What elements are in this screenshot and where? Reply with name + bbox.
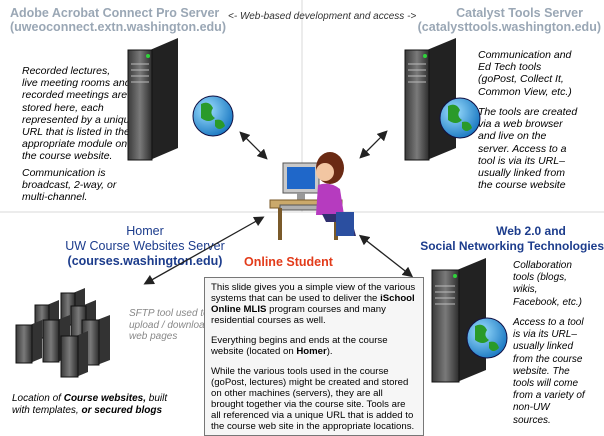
desc-line: non-UW	[513, 402, 550, 414]
desc-line: Collaboration	[513, 260, 572, 271]
catalyst-title-line1: Catalyst Tools Server	[456, 6, 583, 20]
overview-text: This slide gives you a simple view of th…	[211, 282, 416, 304]
homer-server-cluster-icon	[15, 288, 110, 378]
desc-line: tools (blogs,	[513, 272, 567, 284]
desc-line: recorded meetings are	[22, 89, 128, 102]
sftp-line: upload / download	[129, 319, 211, 331]
web20-line2: Social Networking Technologies	[420, 239, 604, 253]
desc-line: The tools are created	[478, 106, 578, 118]
homer-location: Location of Course websites, built with …	[12, 393, 212, 417]
arrow-web20-student	[358, 234, 414, 278]
web20-access: Access to a tool is via its URL– usually…	[513, 317, 603, 427]
web20-heading: Web 2.0 and Social Networking Technologi…	[418, 224, 604, 254]
desc-line: is via its URL–	[513, 329, 577, 341]
online-student-label: Online Student	[244, 255, 333, 269]
adobe-server-title: Adobe Acrobat Connect Pro Server (uweoco…	[10, 6, 226, 34]
desc-line: the course website	[478, 179, 566, 192]
desc-line: stored here, each	[22, 101, 104, 114]
adobe-title-line2: (uweoconnect.extn.washington.edu)	[10, 20, 226, 34]
desc-line: Ed Tech tools	[478, 61, 542, 74]
catalyst-access: The tools are created via a web browser …	[478, 106, 603, 191]
web-based-label: <- Web-based development and access ->	[228, 11, 417, 22]
overview-text: ).	[326, 346, 333, 357]
desc-line: (goPost, Collect It,	[478, 73, 564, 86]
desc-line: website. The	[513, 365, 570, 377]
location-text: with templates,	[12, 405, 82, 417]
desc-line: Communication is	[22, 167, 106, 179]
overview-text-box: This slide gives you a simple view of th…	[204, 277, 424, 436]
desc-line: multi-channel.	[22, 191, 88, 204]
desc-line: Communication and	[478, 49, 572, 61]
adobe-communication: Communication is broadcast, 2-way, or mu…	[22, 167, 172, 204]
arrow-homer-student	[143, 216, 265, 285]
overview-text: program courses and many residential cou…	[211, 304, 386, 326]
desc-line: live meeting rooms and	[22, 77, 131, 90]
overview-bold: Homer	[296, 346, 327, 357]
arrow-adobe-student	[239, 131, 268, 160]
catalyst-server-icon	[404, 38, 456, 161]
overview-text: Everything begins and ends at the course…	[211, 335, 388, 357]
overview-paragraph-3: While the various tools used in the cour…	[211, 366, 415, 432]
overview-bold: iSchool Online MLIS	[211, 293, 415, 315]
desc-line: broadcast, 2-way, or	[22, 179, 117, 192]
desc-line: the course website.	[22, 150, 113, 163]
desc-line: from the course	[513, 353, 583, 365]
location-text: built	[145, 393, 168, 404]
desc-line: Recorded lectures,	[22, 65, 111, 77]
catalyst-description: Communication and Ed Tech tools (goPost,…	[478, 49, 603, 98]
sftp-line: SFTP tool used to	[129, 308, 209, 319]
desc-line: Access to a tool	[513, 317, 584, 328]
desc-line: appropriate module on	[22, 138, 128, 151]
adobe-globe-icon	[192, 95, 234, 137]
catalyst-globe-icon	[439, 97, 481, 139]
desc-line: Facebook, etc.)	[513, 296, 582, 308]
location-text: Location of	[12, 393, 64, 404]
desc-line: sources.	[513, 414, 551, 426]
desc-line: usually linked	[513, 341, 574, 353]
desc-line: and live on the	[478, 130, 547, 143]
overview-paragraph-2: Everything begins and ends at the course…	[211, 335, 417, 357]
web20-globe-icon	[466, 317, 508, 359]
desc-line: server. Access to a	[478, 142, 567, 155]
location-bold: Course websites,	[63, 393, 146, 404]
overview-paragraph-1: This slide gives you a simple view of th…	[211, 282, 417, 326]
adobe-description: Recorded lectures, live meeting rooms an…	[22, 65, 172, 163]
desc-line: usually linked from	[478, 167, 565, 180]
desc-line: URL that is listed in the	[22, 126, 130, 139]
student-computer-icon	[269, 152, 356, 240]
adobe-server-icon	[127, 38, 178, 161]
web20-description: Collaboration tools (blogs, wikis, Faceb…	[513, 260, 603, 309]
sftp-note: SFTP tool used to upload / download web …	[129, 308, 210, 343]
adobe-title-line1: Adobe Acrobat Connect Pro Server	[10, 6, 220, 20]
desc-line: tool is via its URL–	[478, 154, 565, 167]
desc-line: tools will come	[513, 378, 579, 390]
desc-line: via a web browser	[478, 118, 563, 131]
desc-line: represented by a unique	[22, 113, 136, 126]
location-bold: or secured blogs	[81, 405, 163, 417]
sftp-line: web pages	[129, 331, 178, 342]
catalyst-server-title: Catalyst Tools Server (catalysttools.was…	[405, 6, 601, 34]
desc-line: from a variety of	[513, 390, 585, 402]
desc-line: wikis,	[513, 284, 538, 296]
desc-line: Common View, etc.)	[478, 85, 572, 98]
web20-line1: Web 2.0 and	[496, 224, 566, 238]
arrow-catalyst-student	[359, 130, 388, 159]
catalyst-title-line2: (catalysttools.washington.edu)	[417, 20, 601, 34]
